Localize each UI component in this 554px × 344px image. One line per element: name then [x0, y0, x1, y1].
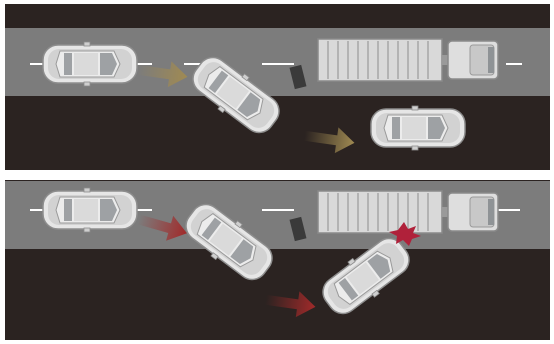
- panel-divider: [5, 170, 550, 180]
- panel-top: [5, 4, 550, 170]
- truck-icon: [318, 191, 498, 233]
- panel-bottom: [5, 180, 550, 340]
- car-icon: [43, 42, 137, 86]
- car-icon: [371, 106, 465, 150]
- truck-icon: [318, 39, 498, 81]
- car-icon: [43, 188, 137, 232]
